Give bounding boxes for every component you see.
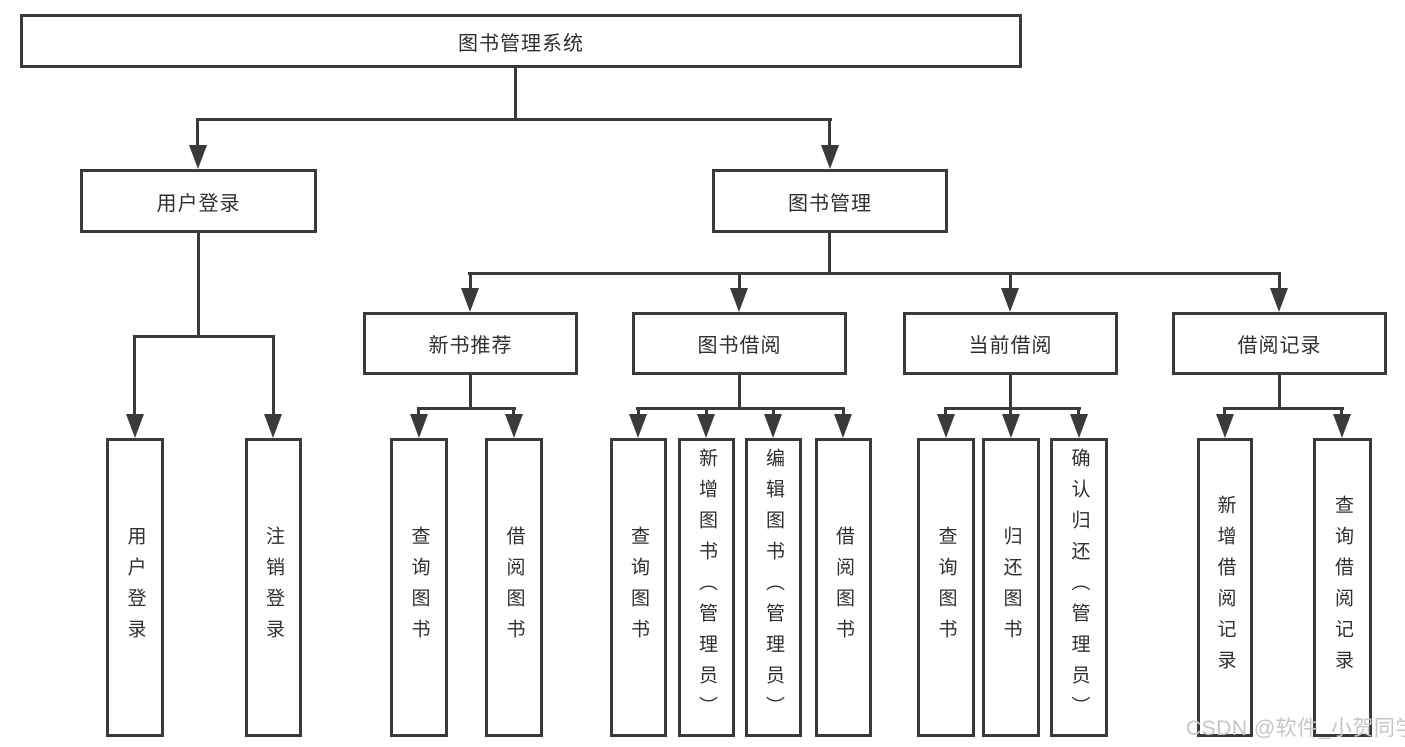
arrow-down-icon bbox=[764, 414, 782, 438]
leaf-query-books-borrowing: 查询图书 bbox=[610, 438, 667, 737]
arrow-down-icon bbox=[189, 145, 207, 169]
leaf-label: 查询图书 bbox=[628, 525, 649, 650]
connector-user-rail bbox=[133, 335, 275, 338]
connector-drop-group bbox=[738, 272, 741, 291]
connector-drop-group bbox=[1278, 272, 1281, 291]
leaf-query-books-current: 查询图书 bbox=[917, 438, 975, 737]
connector-drop-leaf bbox=[705, 407, 708, 417]
leaf-label: 注销登录 bbox=[263, 525, 284, 650]
node-label: 图书管理 bbox=[788, 192, 872, 215]
connector-group1-rail bbox=[417, 407, 516, 410]
node-book-management: 图书管理 bbox=[712, 169, 948, 233]
leaf-label: 归还图书 bbox=[1000, 525, 1022, 650]
node-label: 当前借阅 bbox=[968, 335, 1053, 357]
node-label: 新书推荐 bbox=[428, 335, 513, 357]
connector-drop-leaf bbox=[133, 335, 136, 417]
node-book-borrowing: 图书借阅 bbox=[632, 312, 847, 375]
connector-group1-stub bbox=[469, 375, 472, 410]
leaf-logout: 注销登录 bbox=[245, 438, 302, 737]
connector-drop-user bbox=[196, 118, 199, 148]
connector-book-rail bbox=[468, 272, 1281, 275]
leaf-return-books: 归还图书 bbox=[982, 438, 1040, 737]
connector-drop-leaf bbox=[1223, 407, 1226, 417]
arrow-down-icon bbox=[1002, 414, 1020, 438]
arrow-down-icon bbox=[264, 414, 282, 438]
leaf-add-borrow-record: 新增借阅记录 bbox=[1197, 438, 1253, 737]
connector-drop-leaf bbox=[512, 407, 515, 417]
leaf-label: 确认归还（管理员） bbox=[1068, 448, 1090, 727]
leaf-label: 借阅图书 bbox=[833, 525, 854, 650]
leaf-add-book-admin: 新增图书（管理员） bbox=[678, 438, 735, 737]
leaf-label: 用户登录 bbox=[124, 525, 146, 650]
connector-drop-group bbox=[1009, 272, 1012, 291]
arrow-down-icon bbox=[697, 414, 715, 438]
leaf-label: 新增图书（管理员） bbox=[696, 448, 717, 727]
connector-drop-leaf bbox=[637, 407, 640, 417]
leaf-label: 编辑图书（管理员） bbox=[763, 448, 784, 727]
leaf-borrow-books: 借阅图书 bbox=[815, 438, 872, 737]
connector-root-rail bbox=[196, 118, 832, 121]
arrow-down-icon bbox=[1216, 414, 1234, 438]
arrow-down-icon bbox=[834, 414, 852, 438]
node-borrowing-records: 借阅记录 bbox=[1172, 312, 1387, 375]
arrow-down-icon bbox=[1333, 414, 1351, 438]
watermark-text: CSDN @软件_小贺同学 bbox=[1186, 717, 1405, 740]
node-label: 借阅记录 bbox=[1237, 335, 1322, 357]
node-library-system: 图书管理系统 bbox=[20, 14, 1022, 68]
arrow-down-icon bbox=[126, 414, 144, 438]
connector-user-stub bbox=[197, 233, 200, 338]
node-label: 图书借阅 bbox=[697, 335, 782, 357]
connector-drop-bookmgmt bbox=[828, 118, 831, 148]
connector-root-stub bbox=[514, 68, 517, 121]
connector-drop-leaf bbox=[772, 407, 775, 417]
leaf-label: 查询图书 bbox=[408, 525, 430, 650]
arrow-down-icon bbox=[1270, 288, 1288, 312]
leaf-label: 新增借阅记录 bbox=[1214, 494, 1236, 681]
arrow-down-icon bbox=[730, 288, 748, 312]
leaf-query-books-recommend: 查询图书 bbox=[390, 438, 448, 737]
connector-group3-stub bbox=[1009, 375, 1012, 410]
connector-drop-leaf bbox=[1340, 407, 1343, 417]
connector-group3-rail bbox=[944, 407, 1081, 410]
arrow-down-icon bbox=[821, 145, 839, 169]
arrow-down-icon bbox=[461, 288, 479, 312]
arrow-down-icon bbox=[410, 414, 428, 438]
node-current-borrowing: 当前借阅 bbox=[903, 312, 1118, 375]
leaf-label: 查询借阅记录 bbox=[1332, 494, 1353, 681]
leaf-confirm-return-admin: 确认归还（管理员） bbox=[1050, 438, 1108, 737]
connector-group2-stub bbox=[738, 375, 741, 410]
node-label: 图书管理系统 bbox=[458, 32, 584, 55]
connector-drop-leaf bbox=[272, 335, 275, 417]
arrow-down-icon bbox=[505, 414, 523, 438]
node-user-login: 用户登录 bbox=[80, 169, 317, 233]
connector-drop-leaf bbox=[842, 407, 845, 417]
connector-drop-leaf bbox=[1009, 407, 1012, 417]
connector-group4-stub bbox=[1278, 375, 1281, 410]
leaf-query-borrow-record: 查询借阅记录 bbox=[1313, 438, 1372, 737]
connector-drop-leaf bbox=[1077, 407, 1080, 417]
leaf-borrow-books-recommend: 借阅图书 bbox=[485, 438, 543, 737]
leaf-user-login: 用户登录 bbox=[106, 438, 164, 737]
node-label: 用户登录 bbox=[156, 192, 241, 215]
arrow-down-icon bbox=[1070, 414, 1088, 438]
arrow-down-icon bbox=[629, 414, 647, 438]
connector-group4-rail bbox=[1223, 407, 1344, 410]
leaf-edit-book-admin: 编辑图书（管理员） bbox=[745, 438, 802, 737]
connector-drop-leaf bbox=[417, 407, 420, 417]
connector-book-stub bbox=[828, 233, 831, 275]
arrow-down-icon bbox=[1001, 288, 1019, 312]
node-new-book-recommendation: 新书推荐 bbox=[363, 312, 578, 375]
connector-drop-group bbox=[469, 272, 472, 291]
leaf-label: 查询图书 bbox=[935, 525, 957, 650]
arrow-down-icon bbox=[937, 414, 955, 438]
connector-drop-leaf bbox=[944, 407, 947, 417]
connector-group2-rail bbox=[636, 407, 845, 410]
leaf-label: 借阅图书 bbox=[503, 525, 525, 650]
